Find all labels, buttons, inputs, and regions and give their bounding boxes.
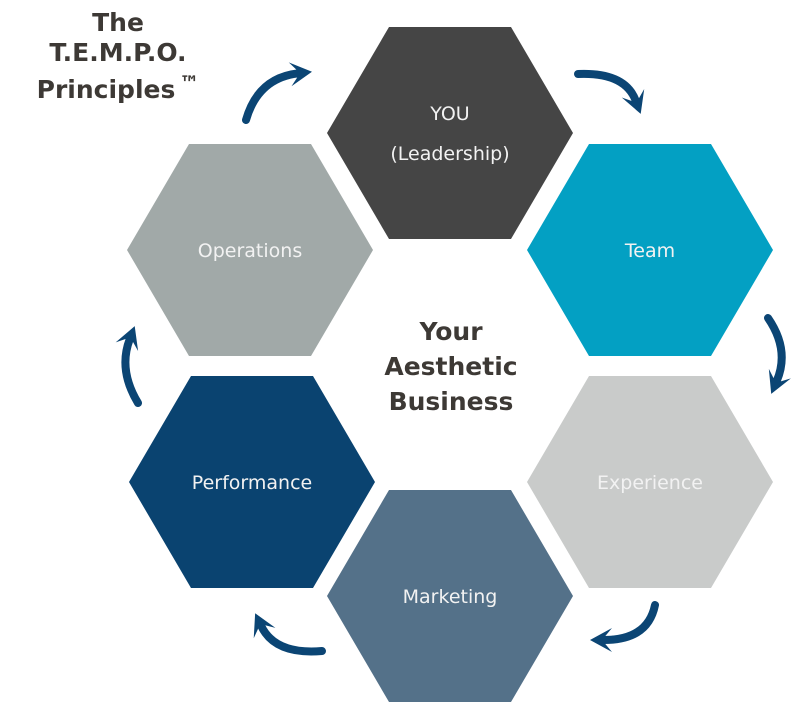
hexagon-experience-shape [527,376,773,588]
trademark-symbol: ™ [179,71,200,95]
hexagon-you-label: YOU [429,103,469,125]
hexagon-experience-label: Experience [597,472,703,494]
hexagon-team-label: Team [624,240,675,262]
curved-arrow-icon [574,69,645,114]
hexagon-team-shape [527,144,773,356]
arrow-shaft [242,69,303,124]
center-label: Your Aesthetic Business [360,314,542,419]
arrow-shaft [121,335,142,407]
center-line-1: Your [419,317,483,346]
hexagon-performance: Performance [129,376,375,588]
title-line-1: The [92,8,144,37]
hexagon-marketing-shape [327,490,573,702]
arrow-head [288,62,312,87]
hexagon-performance-label: Performance [192,472,312,494]
hexagon-marketing-label: Marketing [403,586,498,608]
arrow-head [115,326,139,351]
arrow-head [621,89,645,114]
hexagon-you-label: (Leadership) [390,143,509,165]
arrow-head [768,368,791,394]
hexagon-operations-shape [127,144,373,356]
arrow-head [590,628,612,652]
title-line-3-text: Principles [36,75,176,104]
hexagon-you: YOU (Leadership) [327,27,573,239]
arrow-head [253,613,276,639]
curved-arrow-icon [115,326,142,407]
arrow-shaft [764,314,786,385]
hexagon-you-shape [327,27,573,239]
hexagon-experience: Experience [527,376,773,588]
hexagon-team: Team [527,144,773,356]
center-line-3: Business [388,387,514,416]
hexagon-marketing: Marketing [327,490,573,702]
arrow-shaft [257,621,326,656]
arrow-shaft [574,69,640,105]
curved-arrow-icon [764,314,791,394]
hexagon-operations: Operations [127,144,373,356]
hexagon-performance-shape [129,376,375,588]
hexagon-operations-label: Operations [198,240,302,262]
curved-arrow-icon [590,601,659,652]
arrow-layer [115,62,791,656]
curved-arrow-icon [253,613,326,656]
center-line-2: Aesthetic [384,352,518,381]
curved-arrow-icon [242,62,312,124]
arrow-shaft [600,601,659,644]
title-line-2: T.E.M.P.O. [49,38,187,67]
